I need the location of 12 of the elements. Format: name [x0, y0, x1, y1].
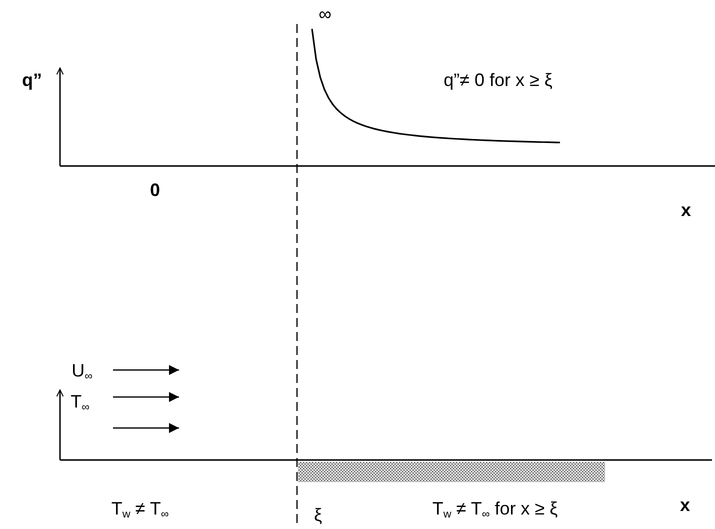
- condition-label: q”≠ 0 for x ≥ ξ: [444, 71, 552, 89]
- condition-label: T$_{w}$ ≠ T$_{∞}$: [111, 500, 169, 520]
- axis-label: x: [680, 496, 690, 514]
- heated-wall-section: [298, 462, 605, 482]
- condition-label: T$_{w}$ ≠ T$_{∞}$ for x ≥ ξ: [432, 500, 558, 520]
- position-label: ξ: [314, 506, 322, 524]
- temperature-label: T$_{∞}$: [70, 392, 90, 414]
- infinity-label: ∞: [318, 5, 332, 23]
- axis-label: q”: [22, 71, 42, 89]
- velocity-label: U$_{∞}$: [72, 362, 92, 382]
- origin-label: 0: [150, 181, 160, 199]
- axis-label: x: [681, 201, 691, 219]
